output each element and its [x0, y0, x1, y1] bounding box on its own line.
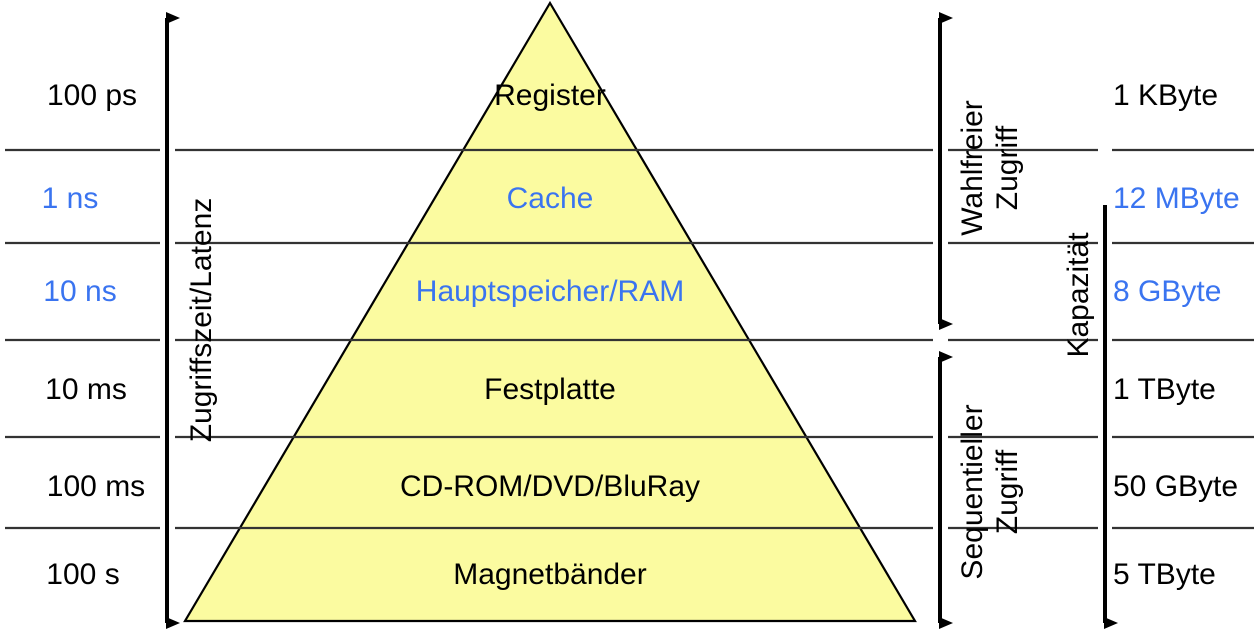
latency-value-festplatte: 10 ms [45, 373, 127, 406]
random-access-axis-label-line1: Wahlfreier [956, 100, 989, 236]
latency-axis-label: Zugriffszeit/Latenz [185, 197, 218, 443]
pyramid-shape [183, 0, 917, 623]
sequential-access-axis-label-line2: Zugriff [991, 449, 1024, 535]
capacity-value-magnetbaender: 5 TByte [1113, 558, 1216, 591]
capacity-value-hauptspeicher-ram: 8 GByte [1113, 275, 1222, 308]
tier-label-cache: Cache [506, 182, 594, 215]
divider-lines [5, 148, 1254, 530]
latency-value-cache: 1 ns [41, 182, 99, 215]
capacity-value-cache: 12 MByte [1113, 182, 1240, 215]
tier-label-festplatte: Festplatte [484, 373, 616, 406]
latency-value-hauptspeicher-ram: 10 ns [43, 275, 117, 308]
latency-value-cd-rom-dvd-bluray: 100 ms [46, 470, 146, 503]
tier-label-magnetbaender: Magnetbänder [453, 558, 647, 591]
sequential-access-axis-label-line1: Sequentieller [956, 404, 989, 580]
capacity-value-cd-rom-dvd-bluray: 50 GByte [1113, 470, 1239, 503]
capacity-axis-label: Kapazität [1062, 232, 1095, 358]
tier-label-register: Register [494, 79, 606, 112]
tier-label-cd-rom-dvd-bluray: CD-ROM/DVD/BluRay [399, 470, 701, 503]
latency-value-register: 100 ps [46, 79, 138, 112]
capacity-value-festplatte: 1 TByte [1113, 373, 1216, 406]
random-access-axis-label-line2: Zugriff [991, 125, 1024, 211]
capacity-value-register: 1 KByte [1113, 79, 1219, 112]
latency-value-magnetbaender: 100 s [46, 558, 120, 591]
tier-label-hauptspeicher-ram: Hauptspeicher/RAM [415, 275, 685, 308]
